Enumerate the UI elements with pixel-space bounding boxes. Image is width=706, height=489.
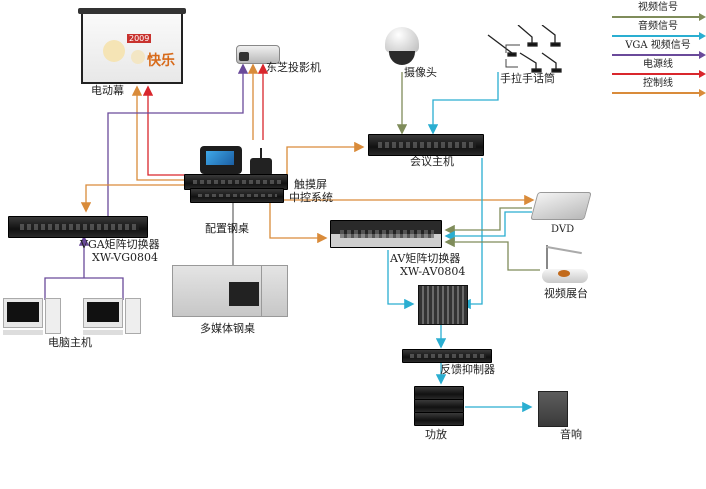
legend-power-line [612, 70, 706, 78]
legend-audio: 音频信号 [612, 21, 706, 40]
vga-matrix-switcher [8, 216, 148, 238]
wireless-receiver [250, 148, 272, 176]
wire-control-conference [286, 141, 365, 185]
wire-audio-av-mixer [387, 250, 415, 310]
legend-vga: VGA 视频信号 [612, 40, 706, 59]
screen-label: 电动幕 [91, 84, 124, 97]
legend-video: 视频信号 [612, 2, 706, 21]
multimedia-desk [172, 265, 288, 317]
wire-control-av-matrix [269, 195, 328, 244]
amplifier-label: 功放 [425, 428, 447, 441]
wire-control-vga-matrix [80, 184, 185, 213]
wire-video-dvd [444, 207, 532, 236]
dvd-label: DVD [551, 224, 575, 235]
touch-control-label-2: 中控系统 [289, 191, 333, 204]
computer-1 [3, 298, 61, 338]
wire-audio-dvd [444, 211, 532, 242]
feedback-suppressor-label: 反馈抑制器 [440, 363, 495, 376]
wire-vga-projector [107, 63, 249, 220]
dvd-player [530, 192, 592, 220]
equipment-rack-label: 配置钢桌 [205, 222, 249, 235]
projector [236, 42, 280, 64]
camera-label: 摄像头 [404, 66, 437, 79]
feedback-suppressor [402, 349, 492, 363]
computer-2 [83, 298, 141, 338]
conference-host [368, 134, 484, 156]
conference-host-label: 会议主机 [410, 155, 454, 168]
visualizer-label: 视频展台 [544, 287, 588, 300]
wire-audio-conference-mixer [460, 158, 483, 310]
slide-egg-icon [103, 40, 125, 62]
wire-control-screen [131, 85, 185, 181]
av-matrix-switcher [330, 220, 442, 248]
legend-power: 电源线 [612, 59, 706, 78]
legend-vga-line [612, 51, 706, 59]
microphones [487, 25, 562, 73]
legend-control-line [612, 89, 706, 97]
wire-video-visualizer [444, 236, 540, 271]
av-matrix-label-2: XW-AV0804 [400, 265, 466, 278]
slide-text: 快乐 [147, 53, 175, 69]
central-control-power [190, 188, 284, 203]
wire-audio-mics [427, 72, 499, 135]
audio-mixer [418, 285, 468, 325]
projector-label: 东芝投影机 [266, 61, 321, 74]
legend-video-line [612, 13, 706, 21]
av-matrix-label-1: AV矩阵切换器 [390, 252, 461, 265]
wire-power-screen [142, 85, 185, 176]
wire-vga-computers [44, 238, 124, 300]
microphones-label: 手拉手话筒 [500, 72, 555, 85]
touch-panel [200, 146, 242, 174]
power-amplifier [414, 386, 464, 426]
document-camera [540, 245, 590, 283]
speaker [538, 391, 568, 427]
multimedia-desk-label: 多媒体钢桌 [200, 322, 255, 335]
slide-year: 2009 [127, 34, 152, 43]
vga-matrix-label-1: VGA矩阵切换器 [80, 238, 160, 251]
touch-control-label-1: 触摸屏 [294, 178, 327, 191]
dome-camera [385, 27, 419, 67]
projection-screen: 2009 快乐 [78, 8, 186, 84]
vga-matrix-label-2: XW-VG0804 [92, 251, 158, 264]
legend-control: 控制线 [612, 78, 706, 97]
computers-label: 电脑主机 [48, 336, 92, 349]
legend-audio-line [612, 32, 706, 40]
speaker-label: 音响 [560, 428, 582, 441]
